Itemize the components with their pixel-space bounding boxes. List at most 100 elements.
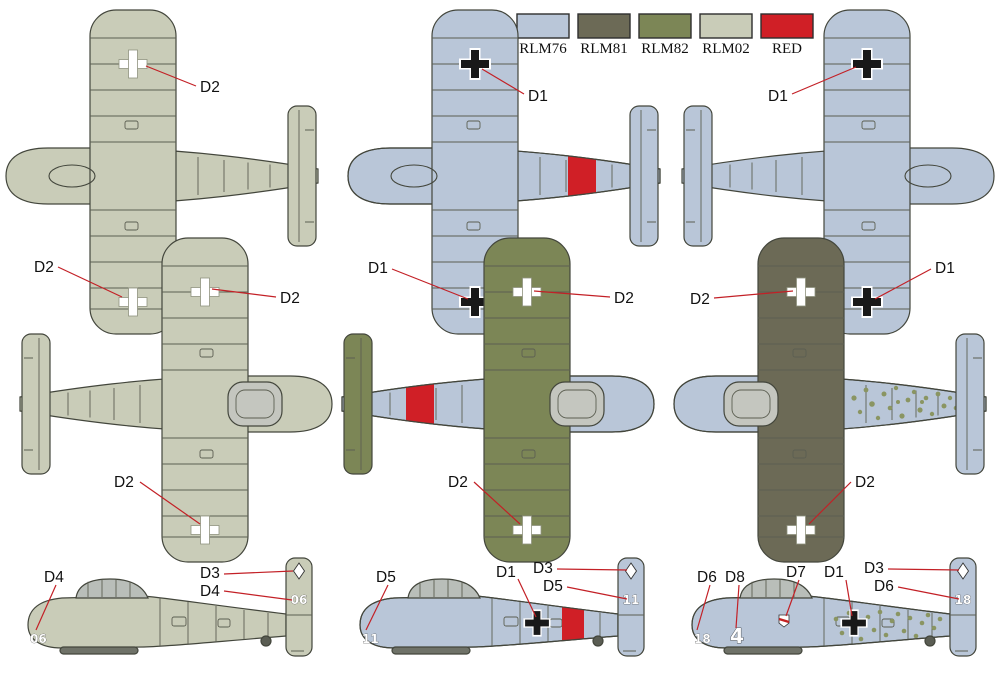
callout-label: D2 [855,474,875,491]
leader-line [566,586,628,600]
callout-right-side-tactical: D8 [725,569,745,629]
leader-line [887,568,960,571]
leader-line [223,570,294,575]
leader-line [473,481,521,525]
leader-line [845,579,853,617]
legend-label-rlm02: RLM02 [702,41,750,57]
callout-label: D7 [786,564,806,581]
leader-line [735,584,740,629]
callout-label: D6 [874,578,894,595]
red-fuselage-band [562,603,584,648]
callout-left-top-upper-wing: D2 [145,65,220,96]
callout-label: D3 [533,560,553,577]
middle-top-view [347,9,661,335]
callout-right-bottom-lower-wing: D2 [808,474,875,525]
fin-number: 11 [623,593,640,607]
legend-label-rlm81: RLM81 [580,41,628,57]
callouts-right: D1 D1 D2 D2 D6 D8 D7 D1 [690,66,960,631]
callout-left-top-lower-wing: D2 [34,259,123,298]
leader-line [365,584,389,631]
callout-right-bottom-upper-wing: D2 [690,290,794,308]
nose-number: 06 [30,632,47,646]
callout-label: D6 [697,569,717,586]
tactical-number: 4 [730,624,744,648]
callout-label: D1 [368,260,388,277]
callout-label: D1 [824,564,844,581]
leader-line [874,268,932,300]
legend-swatch-red [760,13,814,39]
callout-left-bottom-lower-wing: D2 [114,474,201,525]
leader-line [785,579,800,617]
callout-left-side-nose: D4 [35,569,64,631]
callouts-left: D2 D2 D2 D2 D4 D3 D4 [34,65,300,631]
callout-right-top-lower-wing: D1 [874,260,955,300]
callout-right-side-cross: D1 [824,564,853,617]
leader-line [533,290,611,298]
callout-label: D1 [935,260,955,277]
callout-middle-side-nose: D5 [365,569,396,631]
callout-left-bottom-upper-wing: D2 [211,288,300,307]
left-bottom-view [20,237,332,563]
callout-left-side-fin-number: D4 [200,583,293,601]
callouts-middle: D1 D1 D2 D2 D5 D1 D3 D5 [365,68,634,631]
legend: RLM76 RLM81 RLM82 RLM02 RED [516,13,814,57]
leader-line [808,481,852,525]
callout-middle-bottom-lower-wing: D2 [448,474,521,525]
leader-line [223,590,293,601]
callout-label: D2 [280,290,300,307]
callout-label: D2 [614,290,634,307]
callout-middle-side-fin-emblem: D3 [533,560,628,577]
fin-number: 18 [955,593,972,607]
right-bottom-view [673,237,987,563]
legend-label-rlm76: RLM76 [519,41,567,57]
callout-label: D4 [200,583,220,600]
legend-swatch-rlm81 [577,13,631,39]
legend-swatch-rlm02 [699,13,753,39]
callout-middle-top-lower-wing: D1 [368,260,469,300]
leader-line [696,584,711,631]
callout-label: D1 [768,88,788,105]
callout-right-side-fin-number: D6 [874,578,960,600]
red-fuselage-band [568,153,596,199]
legend-label-rlm82: RLM82 [641,41,689,57]
leader-line [57,266,123,298]
callout-label: D2 [114,474,134,491]
legend-swatch-rlm76 [516,13,570,39]
callout-label: D1 [528,88,548,105]
nose-number: 11 [362,632,379,646]
nose-number: 18 [694,632,711,646]
callout-label: D2 [34,259,54,276]
callout-right-side-nose: D6 [696,569,717,631]
leader-line [897,586,960,600]
legend-swatch-rlm82 [638,13,692,39]
middle-side-view: 11 11 [359,557,645,657]
callout-label: D4 [44,569,64,586]
callout-label: D5 [543,578,563,595]
callout-middle-top-upper-wing: D1 [481,68,548,105]
callout-middle-side-fin-number: D5 [543,578,628,600]
leader-line [481,68,525,95]
leader-line [791,66,857,95]
leader-line [391,268,469,300]
right-side-view: 18 4 18 [691,557,977,657]
callout-label: D1 [496,564,516,581]
callout-right-top-upper-wing: D1 [768,66,857,105]
callout-middle-bottom-upper-wing: D2 [533,290,634,307]
leader-line [139,481,201,525]
callout-label: D3 [200,565,220,582]
leader-line [145,65,197,87]
callout-middle-side-cross: D1 [496,564,537,618]
callout-label: D2 [690,291,710,308]
callout-right-side-fin-emblem: D3 [864,560,960,577]
callout-label: D2 [200,79,220,96]
leader-line [556,568,628,571]
leader-line [517,578,537,618]
red-fuselage-band [406,381,434,427]
callout-label: D8 [725,569,745,586]
legend-label-red: RED [772,41,802,57]
leader-line [211,288,277,298]
middle-bottom-view [341,237,655,563]
leader-line [713,290,794,299]
